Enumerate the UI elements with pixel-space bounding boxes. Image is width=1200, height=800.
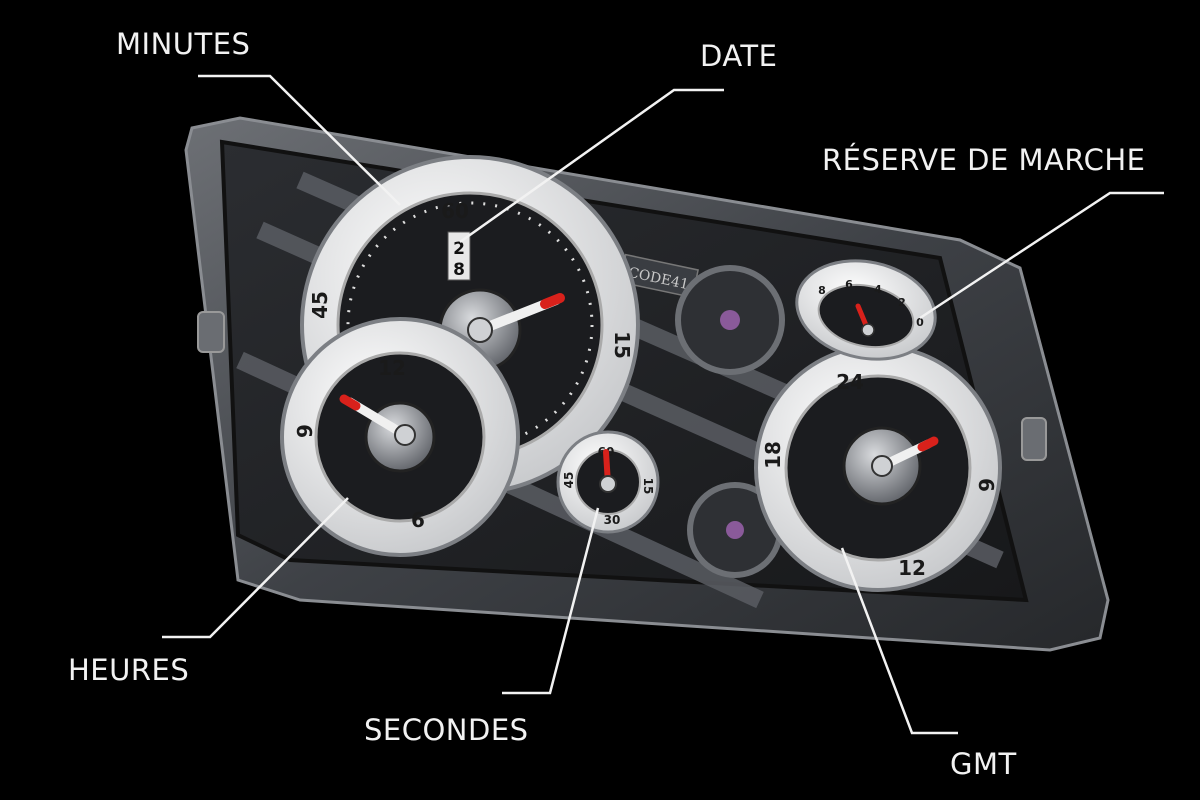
seconds-ring-45: 45	[562, 472, 576, 489]
seconds-ring-30: 30	[604, 513, 621, 527]
power-reserve-tick-0: 0	[916, 316, 924, 329]
seconds-ring-15: 15	[641, 478, 655, 495]
leader-line-gmt	[840, 547, 958, 735]
power-reserve-tick-8: 8	[818, 284, 826, 297]
right-crown	[1021, 417, 1047, 461]
seconds-dial: 60 15 30 45	[556, 430, 660, 534]
gmt-ring-18: 18	[761, 441, 785, 469]
date-digit-units: 8	[453, 260, 465, 280]
gmt-dial: 24 6 12 18	[754, 344, 1002, 592]
hours-ring-12: 12	[378, 356, 406, 380]
leader-lines	[162, 74, 1164, 735]
gmt-hand-tip	[917, 436, 939, 452]
hours-dial: 12 3 6 9	[280, 317, 520, 557]
callout-power-reserve: RÉSERVE DE MARCHE	[822, 143, 1146, 177]
callout-gmt: GMT	[950, 747, 1017, 781]
power-reserve-dial: 8 6 4 2 0	[795, 259, 937, 361]
hours-hand-tip	[339, 394, 361, 411]
hours-ring-9: 9	[293, 424, 317, 438]
gmt-ring-6: 6	[974, 478, 998, 492]
minutes-ring-15: 15	[610, 331, 634, 359]
leader-line-seconds	[502, 507, 600, 695]
leader-line-date	[459, 88, 724, 244]
leader-line-minutes	[198, 74, 401, 206]
date-window	[447, 231, 471, 281]
left-crown	[197, 311, 225, 353]
hours-ring-6: 6	[411, 508, 425, 532]
gmt-ring-24: 24	[836, 370, 864, 394]
callout-hours: HEURES	[68, 653, 190, 687]
minutes-hand-tip	[540, 293, 565, 309]
callout-date: DATE	[700, 39, 778, 73]
leader-line-power-reserve	[919, 191, 1164, 320]
leader-line-hours	[162, 497, 349, 639]
power-reserve-tick-4: 4	[874, 283, 882, 296]
power-reserve-tick-2: 2	[898, 296, 906, 309]
minutes-ring-60: 60	[441, 199, 469, 223]
gmt-ring-12: 12	[898, 556, 926, 580]
callout-seconds: SECONDES	[364, 713, 529, 747]
callout-minutes: MINUTES	[116, 27, 251, 61]
date-digit-tens: 2	[453, 239, 465, 259]
power-reserve-tick-6: 6	[845, 278, 853, 291]
balance-wheel	[675, 265, 785, 578]
minutes-ring-45: 45	[308, 291, 332, 319]
